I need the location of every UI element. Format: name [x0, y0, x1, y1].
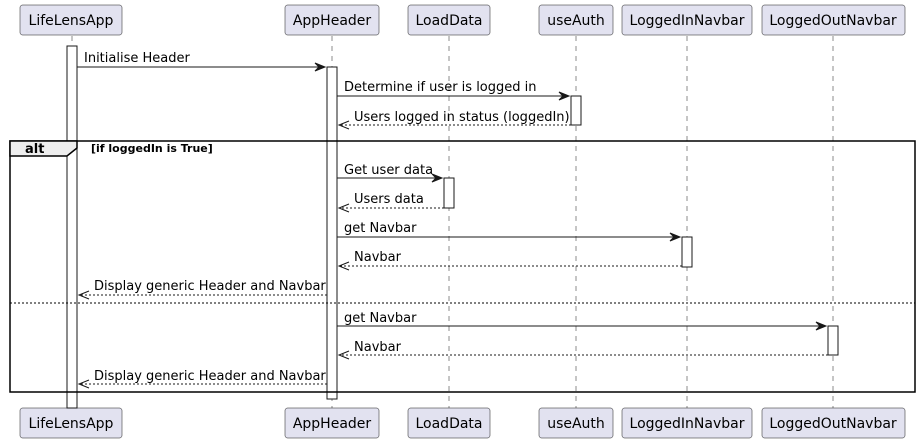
message-determine-logged-in: Determine if user is logged in	[337, 80, 571, 101]
participant-label: AppHeader	[293, 13, 372, 29]
participant-label: useAuth	[547, 416, 605, 432]
message-initialise-header: Initialise Header	[77, 51, 327, 72]
activation-loaddata	[443, 177, 455, 209]
participant-label: LoadData	[415, 416, 482, 432]
message-display-header-1: Display generic Header and Navbar	[77, 279, 327, 300]
message-get-user-data: Get user data	[337, 163, 444, 183]
activation-loggedoutnavbar	[827, 325, 839, 356]
alt-fragment: alt [if loggedIn is True]	[9, 140, 916, 393]
participant-label: LoggedOutNavbar	[769, 13, 897, 29]
message-label: Display generic Header and Navbar	[94, 369, 326, 384]
participant-lifelensapp-bottom: LifeLensApp	[19, 407, 123, 439]
message-display-header-2: Display generic Header and Navbar	[77, 369, 327, 389]
message-navbar-loggedin-return: Navbar	[337, 250, 682, 271]
participant-useauth-top: useAuth	[538, 4, 614, 36]
message-users-data: Users data	[337, 192, 444, 213]
alt-frame	[9, 140, 916, 393]
participant-appheader-bottom: AppHeader	[284, 407, 380, 439]
participant-label: LoadData	[415, 13, 482, 29]
participant-useauth-bottom: useAuth	[538, 407, 614, 439]
message-label: get Navbar	[344, 311, 417, 326]
activation-lifelensapp	[66, 45, 78, 409]
participant-label: LoggedInNavbar	[630, 13, 745, 29]
participant-label: AppHeader	[293, 416, 372, 432]
activation-useauth	[570, 95, 582, 126]
participant-appheader-top: AppHeader	[284, 4, 380, 36]
alt-operator-tab	[9, 140, 78, 157]
message-get-navbar-loggedin: get Navbar	[337, 221, 682, 242]
activation-appheader	[326, 66, 338, 400]
participant-label: LoggedInNavbar	[630, 416, 745, 432]
participant-lifelensapp-top: LifeLensApp	[19, 4, 123, 36]
message-label: get Navbar	[344, 221, 417, 236]
participant-label: LifeLensApp	[29, 416, 114, 432]
message-get-navbar-loggedout: get Navbar	[337, 311, 828, 331]
message-label: Users logged in status (loggedIn)	[354, 110, 570, 125]
activation-loggedinnavbar	[681, 236, 693, 268]
participant-loaddata-top: LoadData	[407, 4, 491, 36]
participant-label: useAuth	[547, 13, 605, 29]
message-label: Navbar	[354, 340, 402, 355]
participant-loggedoutnavbar-top: LoggedOutNavbar	[761, 4, 906, 36]
message-label: Navbar	[354, 250, 402, 265]
message-label: Determine if user is logged in	[344, 80, 537, 95]
participant-label: LoggedOutNavbar	[769, 416, 897, 432]
message-navbar-loggedout-return: Navbar	[337, 340, 828, 360]
participant-label: LifeLensApp	[29, 13, 114, 29]
participant-loaddata-bottom: LoadData	[407, 407, 491, 439]
message-logged-in-status: Users logged in status (loggedIn)	[337, 110, 571, 130]
alt-operator: alt	[25, 142, 44, 157]
message-label: Get user data	[344, 163, 433, 178]
participant-loggedoutnavbar-bottom: LoggedOutNavbar	[761, 407, 906, 439]
message-label: Users data	[354, 192, 424, 207]
participant-loggedinnavbar-top: LoggedInNavbar	[621, 4, 753, 36]
participant-loggedinnavbar-bottom: LoggedInNavbar	[621, 407, 753, 439]
alt-guard: [if loggedIn is True]	[91, 142, 213, 155]
message-label: Initialise Header	[84, 51, 190, 66]
message-label: Display generic Header and Navbar	[94, 279, 326, 294]
